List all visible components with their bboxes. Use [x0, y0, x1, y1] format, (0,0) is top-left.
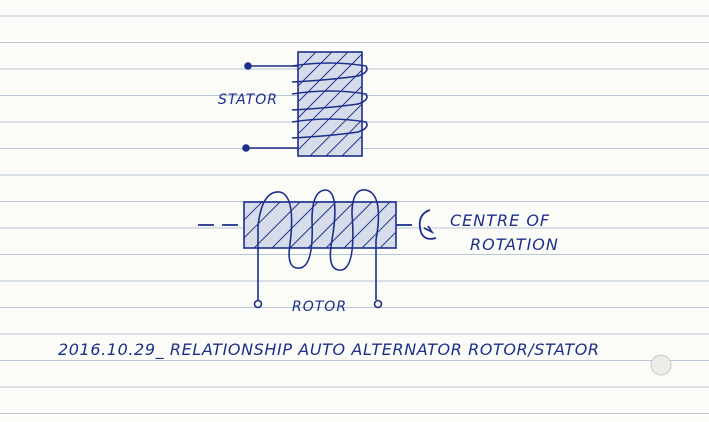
stator-label: STATOR: [218, 92, 279, 108]
rotor-terminal: [253, 299, 263, 309]
punch-hole: [650, 354, 672, 376]
rotor-label: ROTOR: [292, 299, 348, 315]
caption: 2016.10.29_ RELATIONSHIP AUTO ALTERNATOR…: [58, 340, 600, 359]
stator-core: [297, 51, 363, 157]
centre-label-line1: CENTRE OF: [450, 211, 551, 230]
rotor-core: [243, 201, 397, 249]
terminal-dot: [244, 62, 252, 70]
rotor-terminal: [373, 299, 383, 309]
terminal-dot: [242, 144, 250, 152]
stator-drawing: [242, 51, 368, 157]
rotor-drawing: [198, 189, 437, 309]
centre-label-line2: ROTATION: [470, 235, 559, 254]
